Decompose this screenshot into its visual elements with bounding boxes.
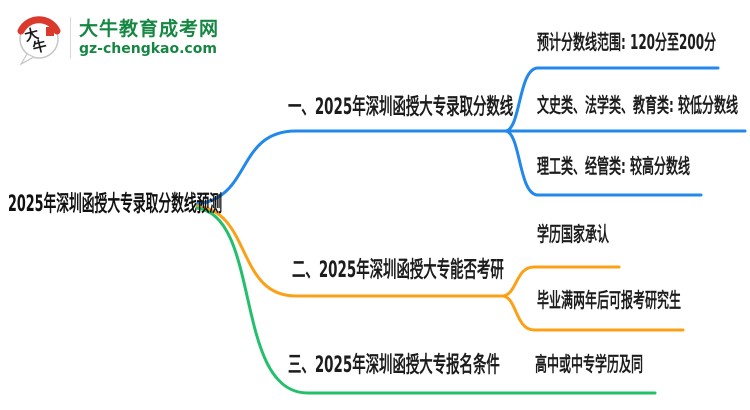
branch-1-subtopic-1: 预计分数线范围: 120分至200分: [537, 30, 717, 54]
branch-2-topic: 二、2025年深圳函授大专能否考研: [292, 258, 504, 283]
logo-site-url: gz-chengkao.com: [79, 40, 217, 57]
branch-3-topic: 三、2025年深圳函授大专报名条件: [288, 353, 500, 378]
logo-bubble-icon: 大 牛: [14, 10, 66, 66]
branch-2-subtopic-2: 毕业满两年后可报考研究生: [537, 288, 681, 312]
svg-text:牛: 牛: [31, 37, 49, 57]
branch-1-subtopic-3: 理工类、经管类: 较高分数线: [537, 154, 690, 178]
logo-divider: [70, 17, 71, 59]
logo-site-name: 大牛教育成考网: [79, 17, 220, 40]
branch-2-subtopic-1: 学历国家承认: [537, 222, 609, 246]
root-topic: 2025年深圳函授大专录取分数线预测: [8, 192, 223, 217]
site-logo: 大 牛 大牛教育成考网 gz-chengkao.com: [14, 10, 219, 66]
branch-1-subtopic-2: 文史类、法学类、教育类: 较低分数线: [537, 93, 738, 117]
branch-1-topic: 一、2025年深圳函授大专录取分数线: [288, 95, 514, 120]
svg-text:大: 大: [23, 25, 41, 45]
branch-3-subtopic-1: 高中或中专学历及同: [535, 352, 643, 376]
